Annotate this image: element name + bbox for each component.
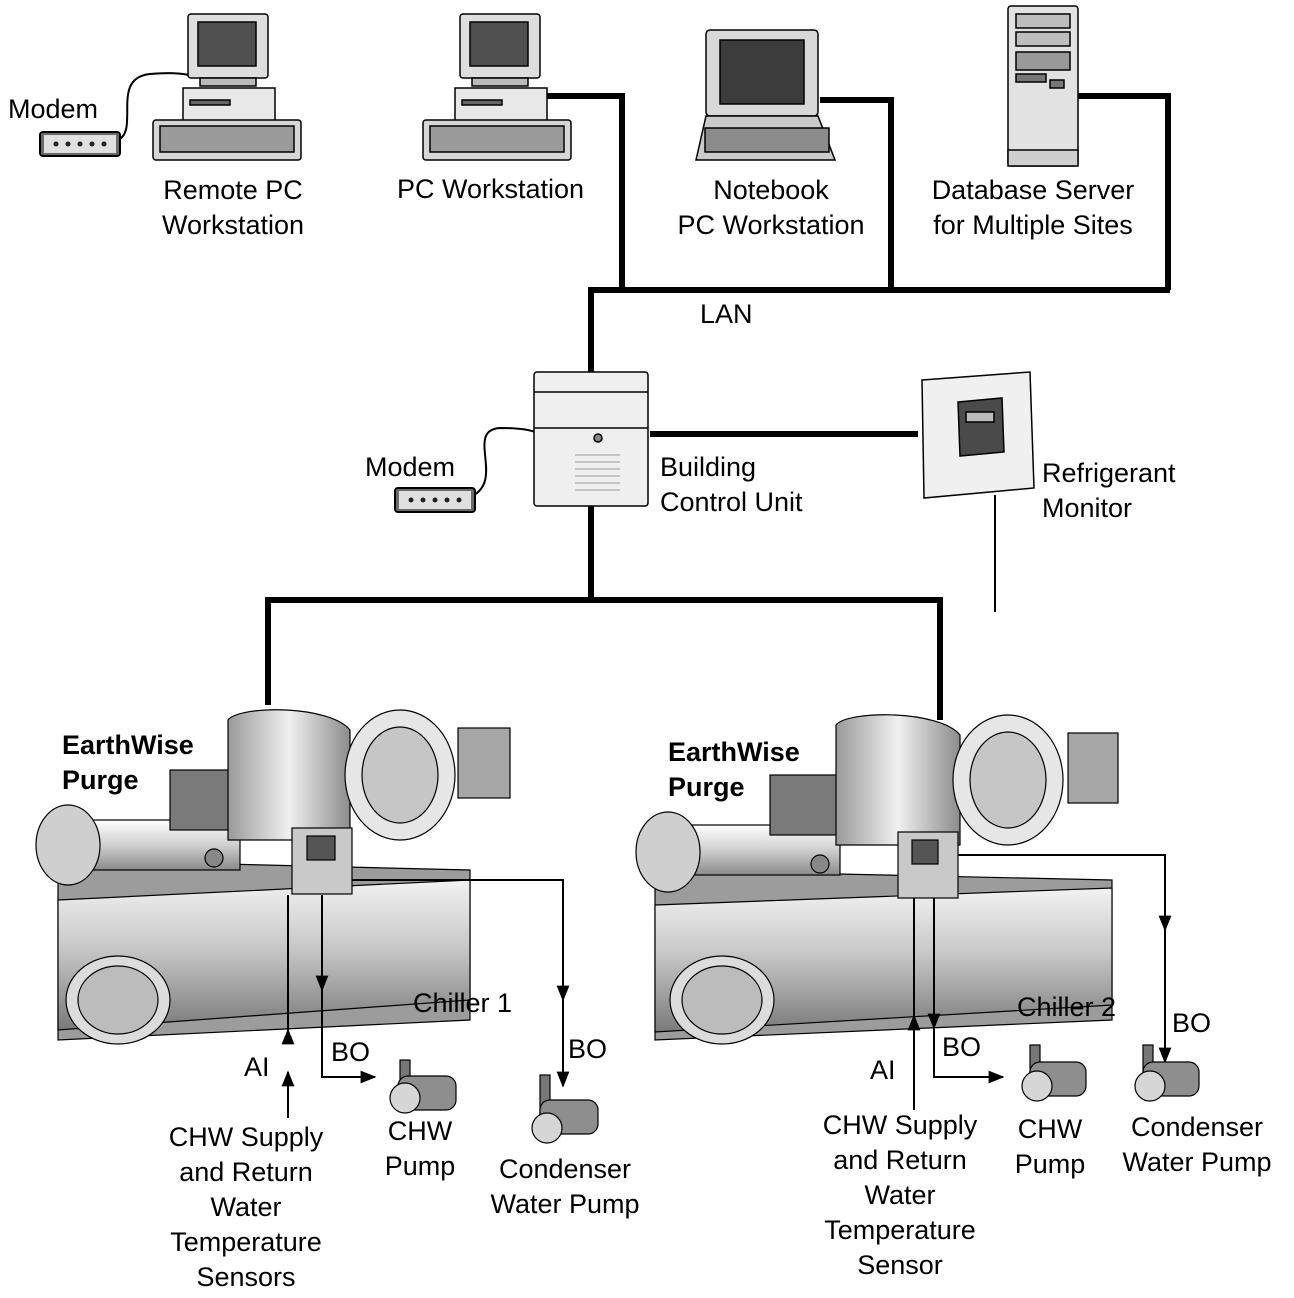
notebook-label-line-1: Notebook: [713, 175, 829, 205]
chiller-1-sensor-label-line-1: CHW Supply: [168, 1122, 324, 1152]
chiller-2-bo-label-1: BO: [942, 1032, 982, 1062]
chiller-1-machine: [35, 709, 511, 1045]
chiller-1-chw-pump: [389, 1059, 457, 1114]
chiller-2-condenser-pump-label-line-2: Water Pump: [1122, 1147, 1272, 1177]
chiller-1-wiring: [281, 879, 570, 1118]
chiller-2-chw-pump-label-line-2: Pump: [1014, 1149, 1086, 1179]
refrigerant-monitor-label-line-2: Monitor: [1042, 493, 1133, 523]
chiller-1-purge-label: EarthWise Purge: [62, 728, 194, 798]
chiller-2-purge-label: EarthWise Purge: [668, 735, 800, 805]
refrigerant-monitor-label-line-1: Refrigerant: [1042, 458, 1176, 488]
building-control-unit-device: [533, 371, 649, 507]
database-server-label-line-1: Database Server: [931, 175, 1135, 205]
building-control-unit-label-line-2: Control Unit: [660, 487, 803, 517]
building-control-unit-label: Building Control Unit: [660, 450, 803, 520]
notebook-label: Notebook PC Workstation: [660, 173, 882, 243]
pc-workstation-device: [422, 13, 572, 161]
chiller-2-ai-label: AI: [870, 1055, 896, 1085]
chiller-2-name: Chiller 2: [1017, 992, 1117, 1022]
chiller-1-sensor-label-line-5: Sensors: [196, 1262, 296, 1292]
chiller-1-condenser-pump-label-line-1: Condenser: [498, 1154, 632, 1184]
remote-pc-label-line-2: Workstation: [161, 210, 305, 240]
chiller-2-wiring: [907, 854, 1172, 1110]
chiller-2-sensor-label: CHW Supply and Return Water Temperature …: [800, 1108, 1000, 1283]
chiller-1-chw-pump-label-line-1: CHW: [387, 1116, 453, 1146]
chiller-2-condenser-pump: [1134, 1044, 1200, 1102]
chiller-2-bo-label-2: BO: [1172, 1008, 1212, 1038]
chiller-2-sensor-label-line-5: Sensor: [857, 1250, 943, 1280]
chiller-2-machine: [635, 714, 1119, 1045]
chiller-1-purge-label-line-1: EarthWise: [62, 730, 194, 760]
chiller-2-chw-pump-label-line-1: CHW: [1017, 1114, 1083, 1144]
chiller-1-chw-pump-label-line-2: Pump: [384, 1151, 456, 1181]
chiller-1-sensor-label-line-4: Temperature: [170, 1227, 322, 1257]
chiller-1-sensor-label-line-3: Water: [210, 1192, 282, 1222]
notebook-label-line-2: PC Workstation: [677, 210, 865, 240]
chiller-1-chw-pump-label: CHW Pump: [370, 1114, 470, 1184]
chiller-2-chw-pump-label: CHW Pump: [1000, 1112, 1100, 1182]
remote-pc-label-line-1: Remote PC: [163, 175, 303, 205]
thin-cabling: [117, 72, 996, 612]
chiller-2-condenser-pump-label: Condenser Water Pump: [1104, 1110, 1290, 1180]
chiller-2-sensor-label-line-3: Water: [864, 1180, 936, 1210]
database-server-label: Database Server for Multiple Sites: [908, 173, 1158, 243]
refrigerant-monitor-device: [921, 371, 1035, 499]
chiller-1-bo-label-2: BO: [568, 1034, 608, 1064]
lan-label: LAN: [700, 299, 753, 329]
chiller-1-purge-label-line-2: Purge: [62, 765, 139, 795]
remote-pc-label: Remote PC Workstation: [140, 173, 326, 243]
chiller-2-purge-label-line-1: EarthWise: [668, 737, 800, 767]
pc-workstation-label: PC Workstation: [397, 174, 585, 204]
building-control-unit-label-line-1: Building: [660, 452, 757, 482]
chiller-1-sensor-label-line-2: and Return: [179, 1157, 313, 1187]
database-server-label-line-2: for Multiple Sites: [933, 210, 1133, 240]
modem-top-label: Modem: [8, 94, 99, 124]
database-server-device: [1007, 5, 1079, 167]
chiller-2-sensor-label-line-4: Temperature: [824, 1215, 976, 1245]
refrigerant-monitor-label: Refrigerant Monitor: [1042, 456, 1176, 526]
chiller-2-condenser-pump-label-line-1: Condenser: [1130, 1112, 1264, 1142]
notebook-device: [695, 29, 837, 161]
chiller-1-ai-label: AI: [244, 1052, 270, 1082]
chiller-2-sensor-label-line-1: CHW Supply: [822, 1110, 978, 1140]
remote-pc-device: [152, 13, 302, 161]
modem-mid-device: [394, 487, 476, 513]
chiller-2-sensor-label-line-2: and Return: [833, 1145, 967, 1175]
modem-mid-label: Modem: [365, 452, 456, 482]
chiller-1-condenser-pump-label: Condenser Water Pump: [472, 1152, 658, 1222]
chiller-1-name: Chiller 1: [413, 988, 513, 1018]
chiller-1-condenser-pump-label-line-2: Water Pump: [490, 1189, 640, 1219]
chiller-2-chw-pump: [1021, 1044, 1087, 1102]
chiller-1-sensor-label: CHW Supply and Return Water Temperature …: [146, 1120, 346, 1295]
chiller-1-condenser-pump: [531, 1074, 599, 1144]
chiller-2-purge-label-line-2: Purge: [668, 772, 745, 802]
chiller-1-bo-label-1: BO: [331, 1037, 371, 1067]
modem-top-device: [39, 131, 121, 157]
lan-cabling: [265, 93, 1171, 720]
